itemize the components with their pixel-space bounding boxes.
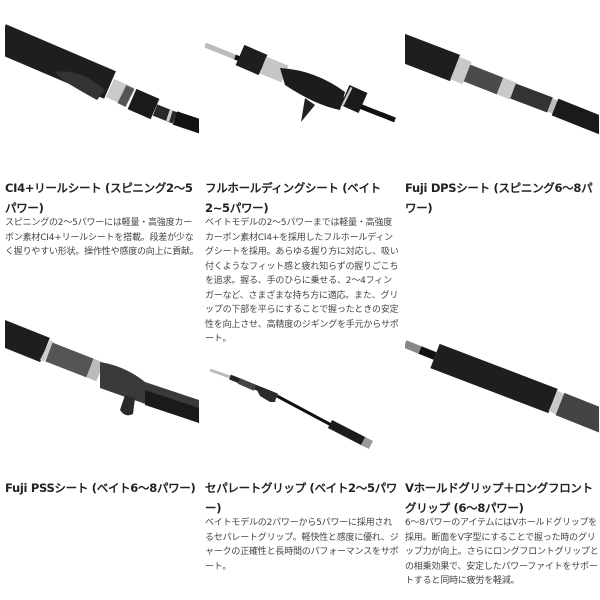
feature-description: ベイトモデルの2パワーから5パワーに採用されるセパレートグリップ。軽快性と感度に… <box>205 518 399 572</box>
separate-grip-photo <box>209 368 374 450</box>
v-hold-grip-photo <box>405 340 599 433</box>
feature-description: スピニングの2〜5パワーには軽量・高強度カーボン素材CI4+リールシートを搭載。… <box>5 218 199 257</box>
fuji-dps-seat-photo <box>405 33 599 135</box>
feature-description: ベイトモデルの2〜5パワーまでは軽量・高強度カーボン素材CI4+を採用したフルホ… <box>205 218 399 344</box>
feature-description: 6〜8パワーのアイテムにはVホールドグリップを採用。断面をV字型にすることで握っ… <box>405 518 599 586</box>
spinning-reel-seat-photo <box>5 24 199 134</box>
feature-title: セパレートグリップ (ベイト2〜5パワー) <box>205 481 398 515</box>
feature-title: Vホールドグリップ＋ロングフロントグリップ (6〜8パワー) <box>405 481 593 515</box>
bait-reel-seat-photo <box>205 42 396 123</box>
feature-title: フルホールディングシート (ベイト2~5パワー) <box>205 181 381 215</box>
feature-title: Fuji PSSシート (ベイト6〜8パワー) <box>5 481 196 495</box>
feature-title: CI4+リールシート (スピニング2〜5パワー) <box>5 181 193 215</box>
fuji-pss-seat-photo <box>5 319 199 423</box>
feature-title: Fuji DPSシート (スピニング6〜8パワー) <box>405 181 593 215</box>
